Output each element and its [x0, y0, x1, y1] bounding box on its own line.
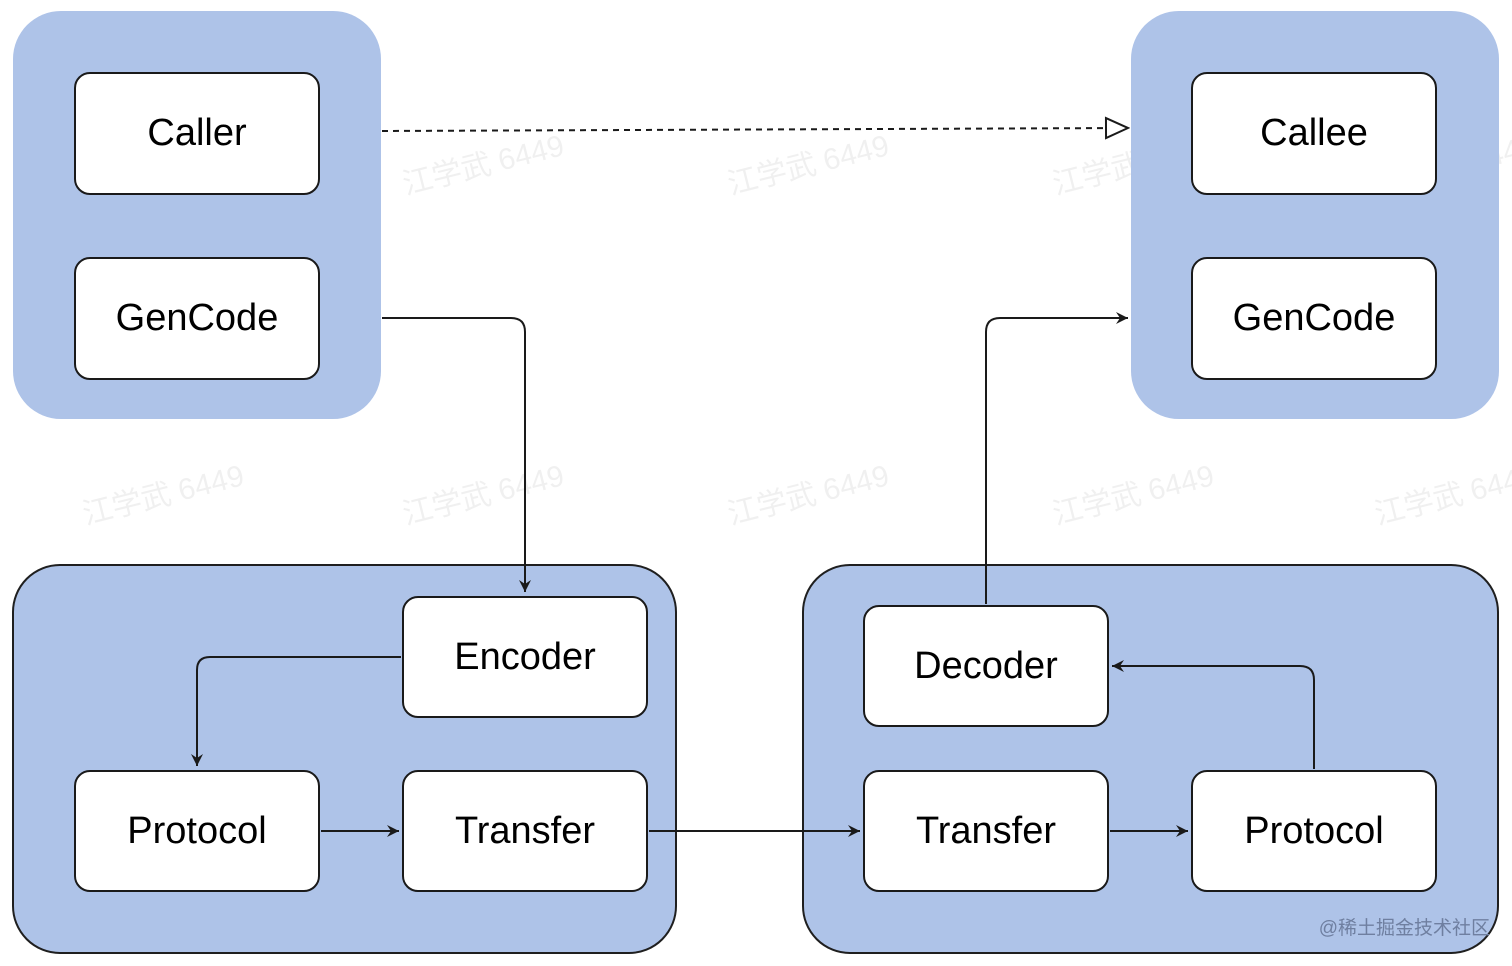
- caller-to-callee-arrow: [381, 128, 1128, 131]
- callee-node: Callee: [1191, 72, 1437, 195]
- transfer-right-node: Transfer: [863, 770, 1109, 892]
- protocol-left-node: Protocol: [74, 770, 320, 892]
- encoder-to-protocol-arrow: [191, 656, 401, 766]
- decoder-to-gencode-arrow: [985, 312, 1128, 604]
- caller-node: Caller: [74, 72, 320, 195]
- gencode-to-encoder-arrow: [382, 317, 531, 592]
- gencode-right-node: GenCode: [1191, 257, 1437, 380]
- protocol-right-node: Protocol: [1191, 770, 1437, 892]
- source-credit: @稀土掘金技术社区: [1318, 918, 1490, 939]
- transfer-left-node: Transfer: [402, 770, 648, 892]
- decoder-node: Decoder: [863, 605, 1109, 727]
- encoder-node: Encoder: [402, 596, 648, 718]
- gencode-left-node: GenCode: [74, 257, 320, 380]
- protocol-to-decoder-arrow: [1112, 660, 1315, 769]
